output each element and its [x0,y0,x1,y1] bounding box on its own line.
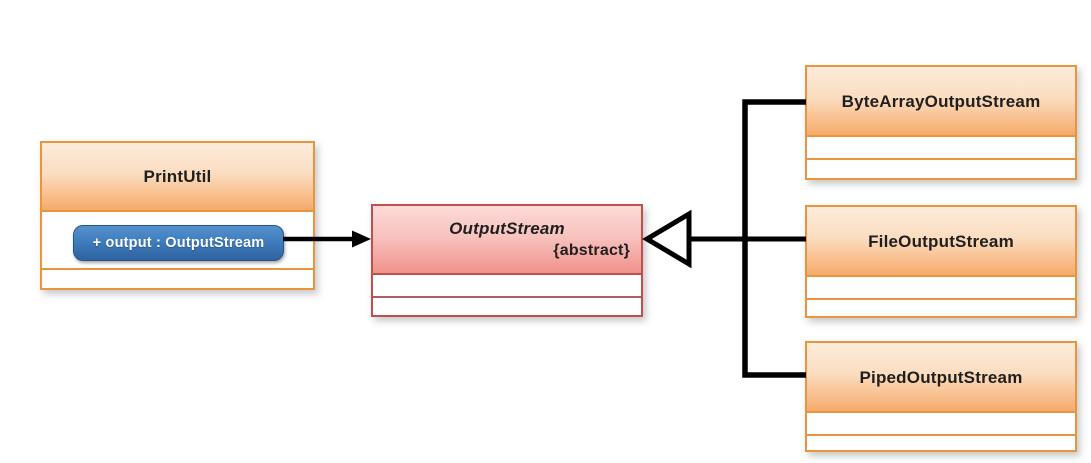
attributes-compartment-printutil: + output : OutputStream [42,210,313,268]
class-box-fileoutputstream: FileOutputStream [805,205,1077,318]
class-header-fileoutputstream: FileOutputStream [807,207,1075,275]
operations-compartment-outputstream [373,296,641,315]
abstract-stereotype-label: {abstract} [553,242,630,259]
attribute-pill-output: + output : OutputStream [73,225,284,261]
class-header-outputstream: OutputStream {abstract} [373,206,641,273]
generalization-trunk [742,99,806,378]
operations-compartment-fileoutputstream [807,298,1075,316]
class-box-pipedoutputstream: PipedOutputStream [805,341,1077,452]
class-header-bytearrayoutputstream: ByteArrayOutputStream [807,67,1075,135]
class-box-printutil: PrintUtil + output : OutputStream [40,141,315,290]
class-header-printutil: PrintUtil [42,143,313,210]
attributes-compartment-pipedoutputstream [807,411,1075,434]
class-name-printutil: PrintUtil [143,167,212,186]
attributes-compartment-bytearrayoutputstream [807,135,1075,158]
class-box-bytearrayoutputstream: ByteArrayOutputStream [805,65,1077,180]
class-name-outputstream: OutputStream [449,219,565,238]
association-arrowhead-icon [352,230,371,248]
operations-compartment-bytearrayoutputstream [807,158,1075,178]
class-name-fileoutputstream: FileOutputStream [868,231,1014,251]
class-header-pipedoutputstream: PipedOutputStream [807,343,1075,411]
class-box-outputstream: OutputStream {abstract} [371,204,643,317]
class-name-pipedoutputstream: PipedOutputStream [859,367,1023,387]
operations-compartment-printutil [42,268,313,288]
class-name-bytearrayoutputstream: ByteArrayOutputStream [841,91,1041,111]
generalization-triangle-icon [642,209,692,269]
attributes-compartment-outputstream [373,273,641,296]
operations-compartment-pipedoutputstream [807,434,1075,450]
attributes-compartment-fileoutputstream [807,275,1075,298]
